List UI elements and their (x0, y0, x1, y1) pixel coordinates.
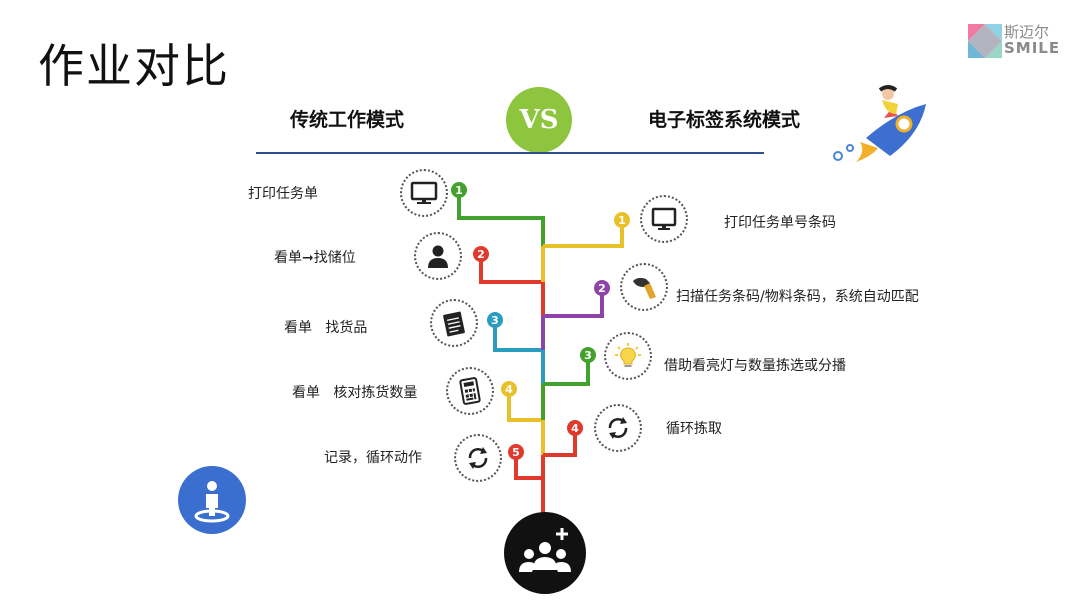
left-step-3-label: 看单 找货品 (284, 320, 368, 336)
rocket-person-illustration (833, 85, 926, 162)
logo-mark-icon (968, 24, 1002, 58)
right-step-2-label: 扫描任务条码/物料条码，系统自动匹配 (676, 289, 919, 305)
right-step-3-label: 借助看亮灯与数量拣选或分播 (664, 358, 846, 374)
electronic-label-mode-heading: 电子标签系统模式 (648, 109, 801, 131)
left-step-2-label: 看单➞找储位 (274, 250, 356, 266)
lightbulb-icon (604, 332, 652, 380)
monitor-icon (640, 195, 688, 243)
barcode-scanner-icon (620, 263, 668, 311)
svg-text:3: 3 (491, 314, 499, 327)
right-branch-1-line (543, 220, 624, 248)
left-step-5-badge: 5 (508, 444, 524, 460)
team-add-icon (504, 512, 586, 594)
page-title: 作业对比 (38, 39, 230, 93)
right-step-4-badge: 4 (567, 420, 583, 436)
right-branch-3-line (543, 355, 590, 386)
right-step-1-label: 打印任务单号条码 (724, 215, 836, 231)
right-step-2-badge: 2 (594, 280, 610, 296)
left-branch-3-line (493, 320, 543, 352)
right-branch-4-line (543, 428, 577, 457)
svg-text:2: 2 (477, 248, 485, 261)
svg-text:4: 4 (571, 422, 579, 435)
svg-text:5: 5 (512, 446, 520, 459)
monitor-icon (400, 169, 448, 217)
svg-text:4: 4 (505, 383, 513, 396)
svg-text:2: 2 (598, 282, 606, 295)
user-icon (414, 232, 462, 280)
left-step-5-label: 记录，循环动作 (324, 450, 422, 466)
right-step-3-badge: 3 (580, 347, 596, 363)
person-badge-icon (178, 466, 246, 534)
logo-en: SMILE (1004, 39, 1061, 57)
right-branch-2-line (543, 288, 604, 318)
left-branch-4-line (507, 389, 543, 422)
svg-text:1: 1 (618, 214, 626, 227)
left-step-4-badge: 4 (501, 381, 517, 397)
left-branch-5-line (514, 452, 543, 480)
calculator-icon (446, 367, 494, 415)
svg-text:3: 3 (584, 349, 592, 362)
left-step-2-badge: 2 (473, 246, 489, 262)
left-step-1-badge: 1 (451, 182, 467, 198)
notepad-icon (430, 299, 478, 347)
right-step-1-badge: 1 (614, 212, 630, 228)
logo-cn: 斯迈尔 (1004, 23, 1050, 41)
left-step-1-label: 打印任务单 (248, 186, 318, 202)
left-step-3-badge: 3 (487, 312, 503, 328)
traditional-mode-heading: 传统工作模式 (290, 109, 405, 131)
right-step-4-label: 循环拣取 (666, 421, 722, 437)
refresh-icon (594, 404, 642, 452)
left-step-4-label: 看单 核对拣货数量 (292, 385, 418, 401)
refresh-icon (454, 434, 502, 482)
left-branch-2-line (479, 254, 543, 284)
smile-logo: 斯迈尔 SMILE (968, 23, 1061, 60)
vs-badge: VS (506, 87, 572, 153)
header-divider (256, 152, 764, 154)
svg-text:1: 1 (455, 184, 463, 197)
